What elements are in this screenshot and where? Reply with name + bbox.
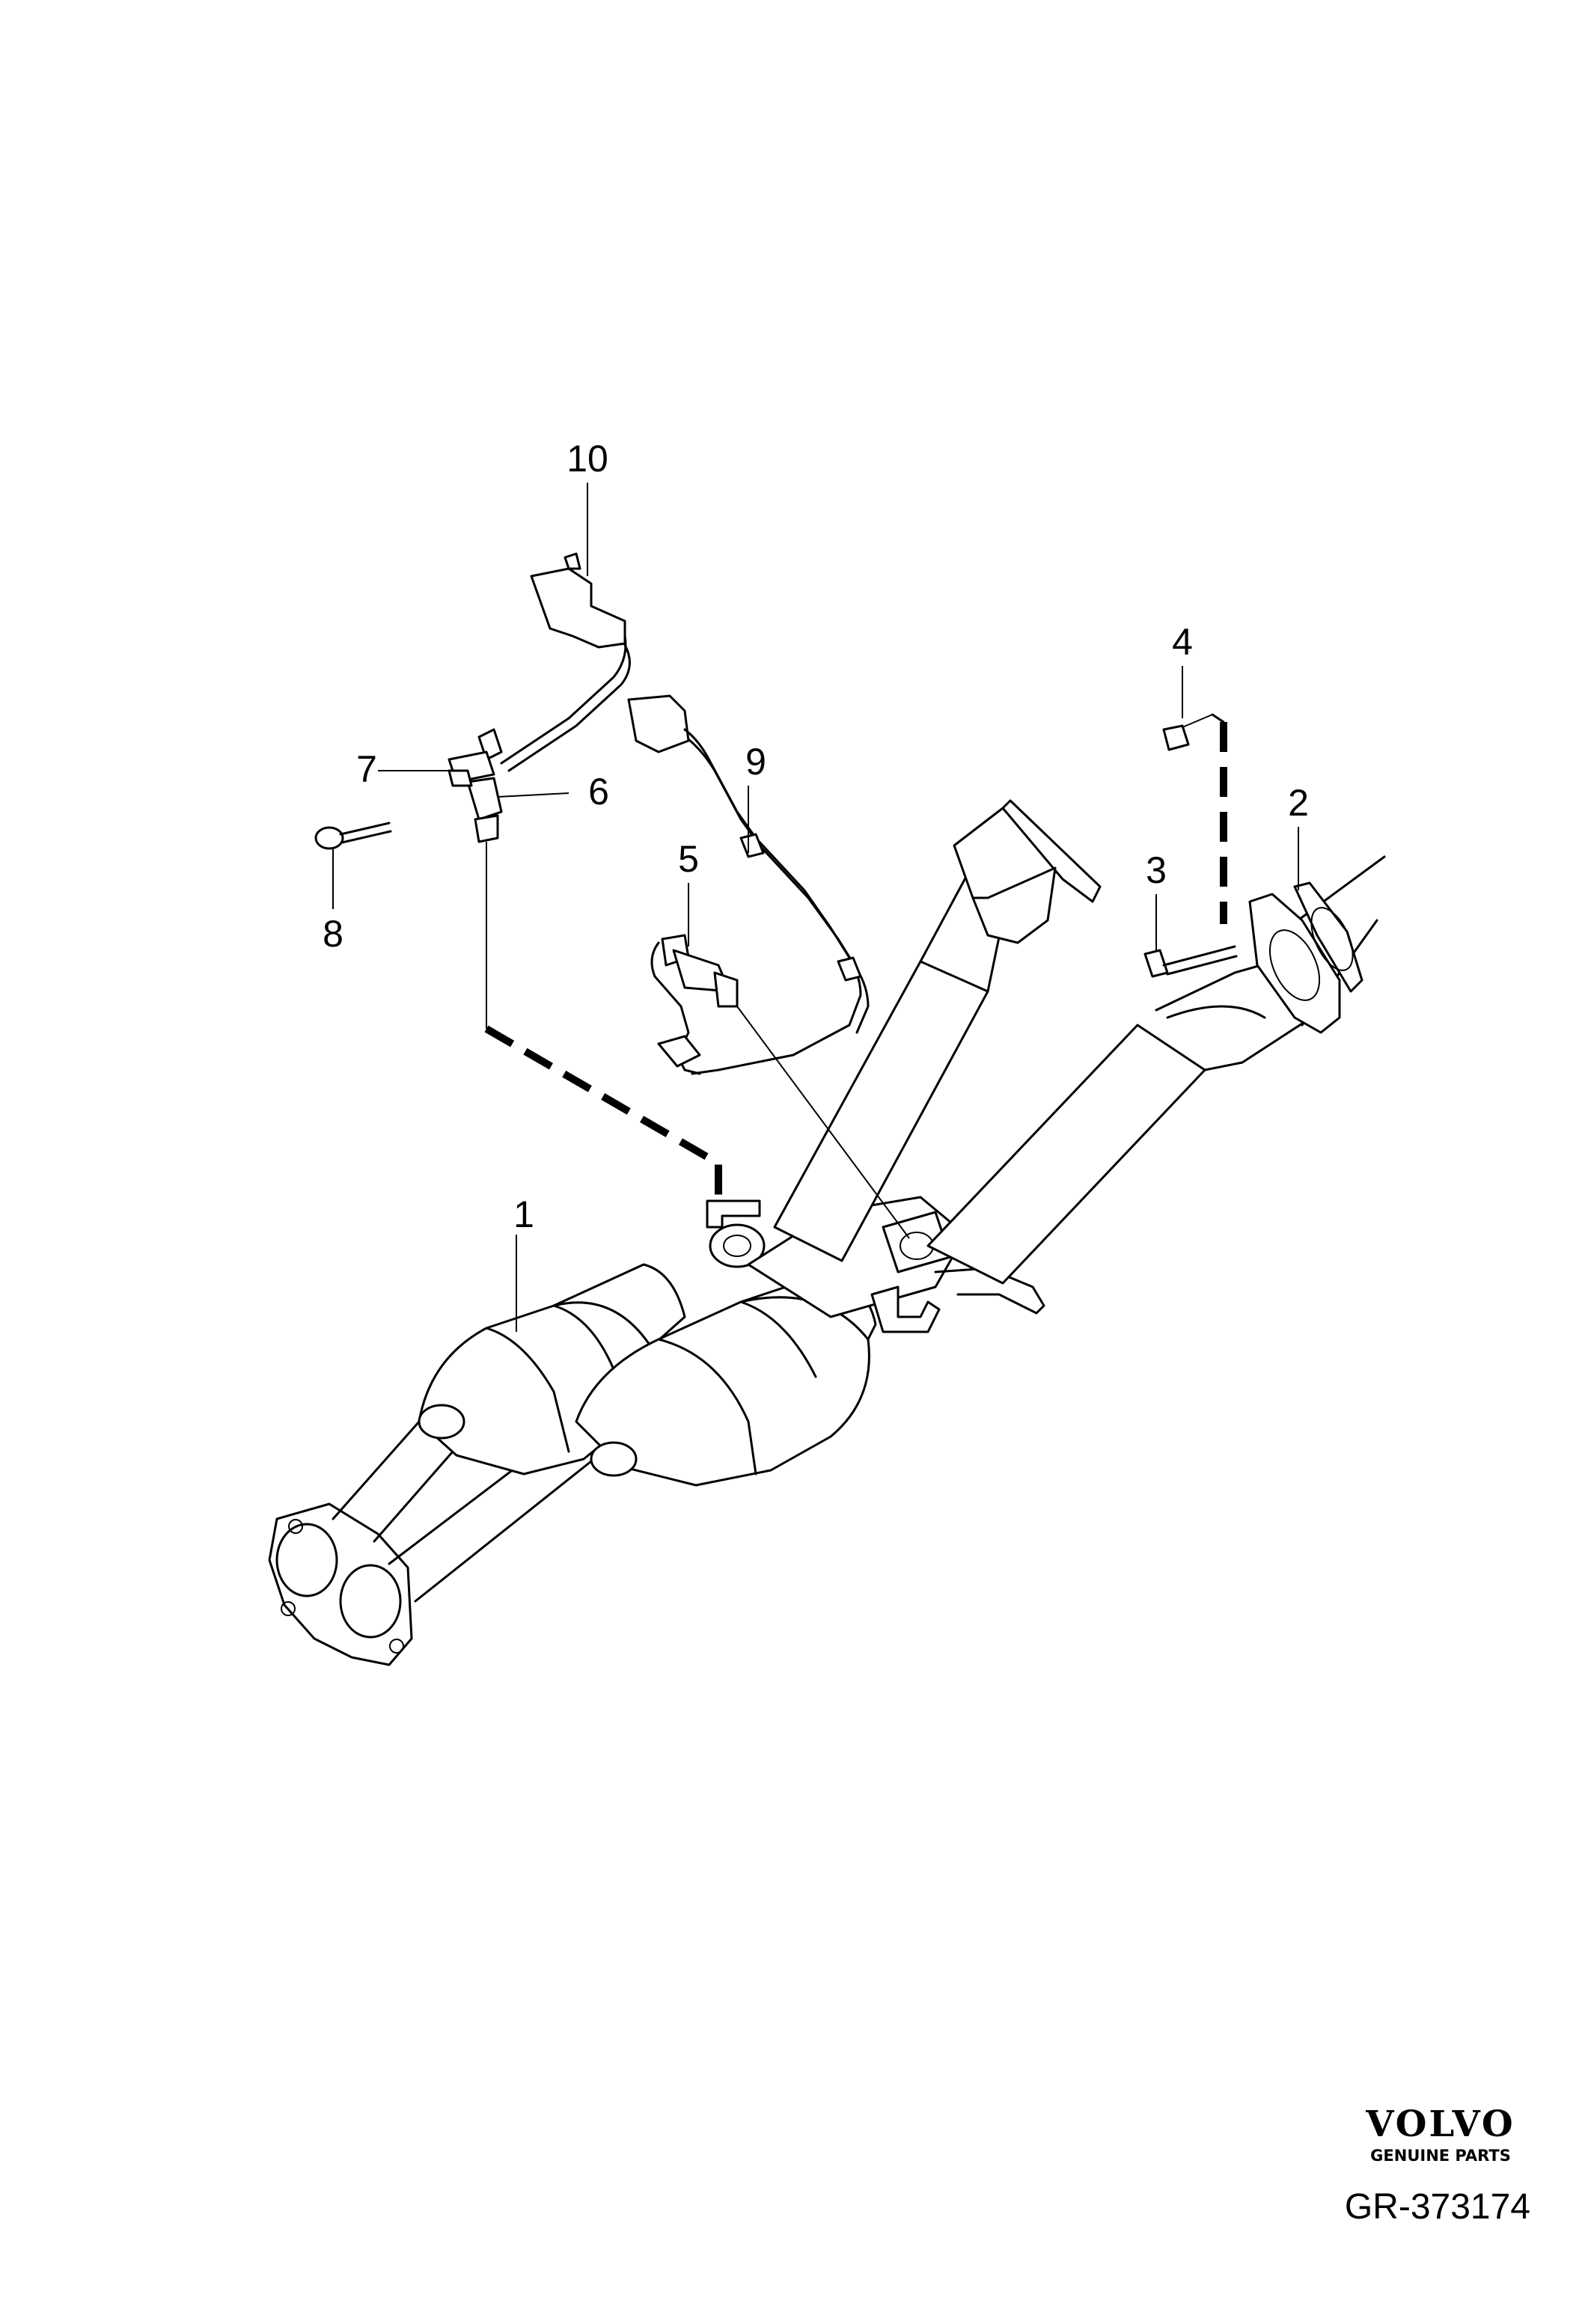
exhaust-manifold-assembly[interactable] <box>268 799 1386 1666</box>
nut-leader-bend <box>1211 713 1225 724</box>
callout-6: 6 <box>588 771 609 813</box>
callout-1: 1 <box>513 1193 534 1235</box>
assembly-line-sensor <box>484 1025 722 1197</box>
callout-2: 2 <box>1288 782 1309 824</box>
callout-3: 3 <box>1146 849 1167 891</box>
flange-nut[interactable] <box>1162 714 1213 751</box>
leader-lines <box>332 483 1299 1332</box>
callout-8: 8 <box>323 913 343 955</box>
callout-5: 5 <box>678 838 699 880</box>
mounting-screw[interactable] <box>314 822 392 850</box>
brand-tagline: GENUINE PARTS <box>1370 2147 1511 2165</box>
lambda-sensor-front[interactable] <box>448 552 631 843</box>
volvo-logo: VOLVO GENUINE PARTS <box>1365 2103 1515 2165</box>
callout-9: 9 <box>745 741 766 783</box>
brand-logo-text: VOLVO <box>1365 2103 1515 2145</box>
callout-7: 7 <box>356 748 377 790</box>
lambda-sensor-rear[interactable] <box>627 694 910 1239</box>
flange-bolt[interactable] <box>1143 945 1238 978</box>
callout-10: 10 <box>567 438 608 480</box>
callout-4: 4 <box>1172 621 1193 663</box>
flange-gasket[interactable] <box>1248 881 1364 1034</box>
drawing-number: GR-373174 <box>1345 2187 1530 2227</box>
